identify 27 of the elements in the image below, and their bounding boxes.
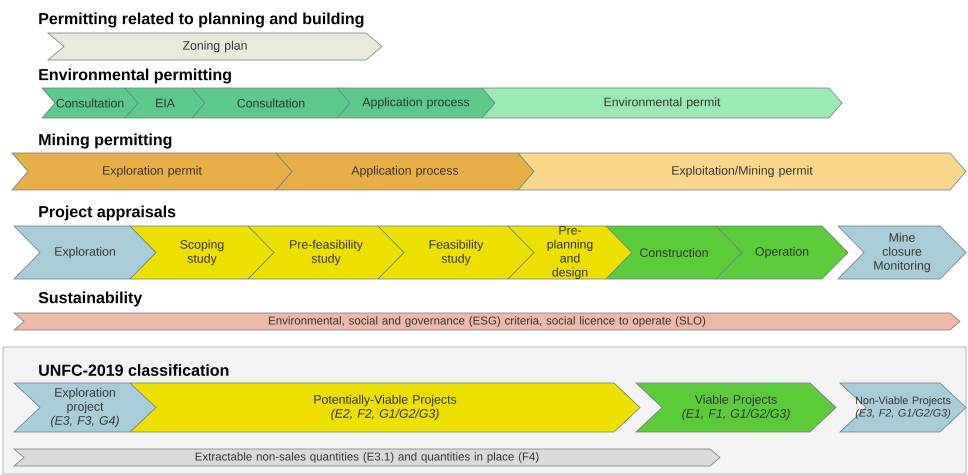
section-heading: Sustainability xyxy=(38,292,142,306)
stage-block: Consultation xyxy=(191,88,351,118)
stage-block: Potentially-Viable Projects (E2, F2, G1/G2/G3) xyxy=(129,382,641,432)
stage-block: Application process xyxy=(275,152,535,190)
stage-block: EIA xyxy=(124,88,206,118)
stage-block: Construction xyxy=(605,226,743,280)
stage-block: Consultation xyxy=(41,88,139,118)
stage-block: Exploration xyxy=(13,226,157,280)
stage-block: Viable Projects (E1, F1, G1/G2/G3) xyxy=(635,382,837,432)
stage-block: Mine closure Monitoring xyxy=(837,226,967,280)
stage-block: Extractable non-sales quantities (E3.1) and quantities in place (F4) xyxy=(12,448,721,466)
stage-block: Operation xyxy=(715,226,849,280)
section-heading: Environmental permitting xyxy=(39,68,231,84)
stage-block: Exploration project (E3, F3, G4) xyxy=(13,382,157,432)
stage-block: Exploration permit xyxy=(11,152,293,190)
stage-block: Scoping study xyxy=(129,226,275,280)
stage-block: Environmental, social and governance (ESG) criteria, social licence to operate (SLO) xyxy=(12,312,961,330)
stage-block: Zoning plan xyxy=(46,32,383,60)
section-heading: Mining permitting xyxy=(39,134,172,148)
stage-block: Feasibility study xyxy=(377,226,535,280)
stage-block: Pre-planning and design xyxy=(507,226,633,280)
stage-block: Exploitation/Mining permit xyxy=(517,152,967,190)
stage-block: Pre-feasibility study xyxy=(247,226,405,280)
stage-block: Application process xyxy=(336,88,496,118)
stage-block: Environmental permit xyxy=(481,88,843,118)
section-heading: Project appraisals xyxy=(39,206,176,220)
stage-block: Non-Viable Projects (E3, F2, G1/G2/G3) xyxy=(839,382,967,432)
